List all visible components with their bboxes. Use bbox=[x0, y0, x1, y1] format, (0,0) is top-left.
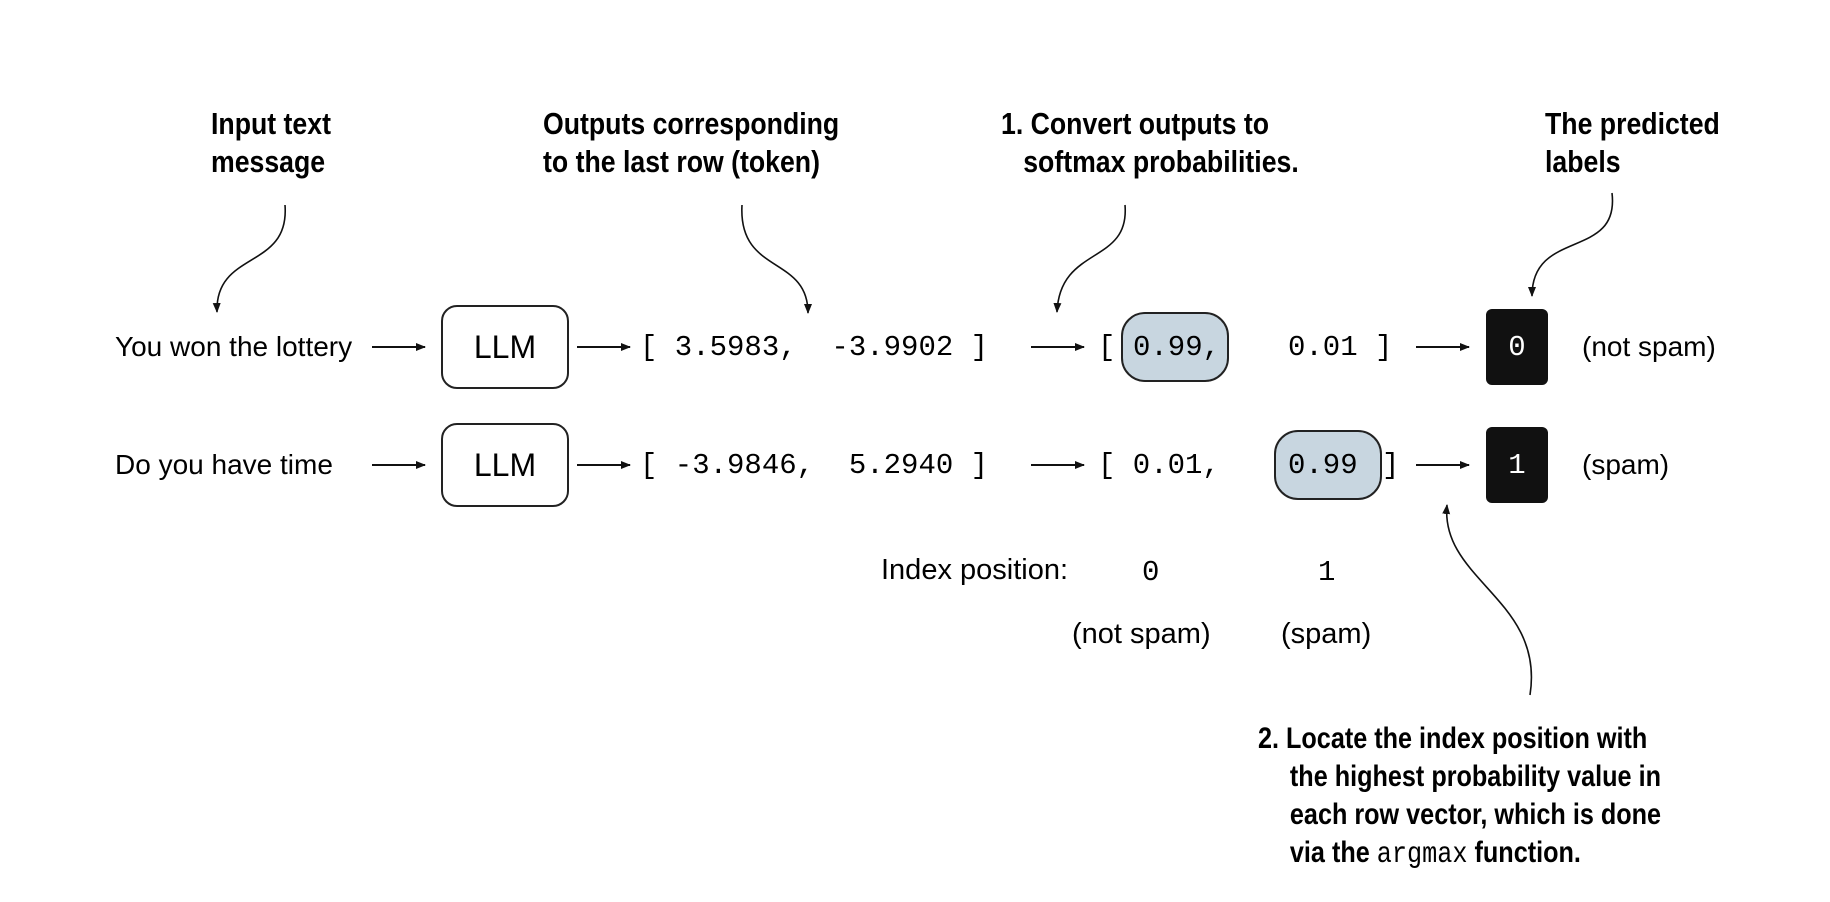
callout-argmax: 2. Locate the index position with the hi… bbox=[1258, 722, 1662, 872]
index-meaning-1: (spam) bbox=[1281, 618, 1372, 650]
highlight-pill-row1 bbox=[1121, 312, 1229, 382]
input-text-row2: Do you have time bbox=[115, 449, 333, 480]
callout-arrow-predicted bbox=[1528, 192, 1614, 297]
callout-convert-softmax: 1. Convert outputs to softmax probabilit… bbox=[1001, 106, 1299, 179]
input-text-row1: You won the lottery bbox=[115, 331, 353, 362]
probs-open-row2: [ 0.01, bbox=[1098, 449, 1220, 482]
llm-box-row2: LLM bbox=[441, 423, 569, 507]
callout-arrow-input bbox=[212, 204, 286, 313]
logits-row2: [ -3.9846, 5.2940 ] bbox=[640, 449, 989, 482]
llm-box-row1: LLM bbox=[441, 305, 569, 389]
label-meaning-row1: (not spam) bbox=[1582, 331, 1716, 362]
callout-arrow-convert bbox=[1053, 204, 1126, 313]
index-position-0: 0 bbox=[1142, 556, 1160, 589]
highlight-pill-row2 bbox=[1274, 430, 1382, 500]
predicted-label-box-row1: 0 bbox=[1486, 309, 1548, 385]
probs-open-bracket-row1: [ bbox=[1098, 331, 1116, 364]
logits-row1: [ 3.5983, -3.9902 ] bbox=[640, 331, 989, 364]
prob-highlighted-row1: 0.99, bbox=[1133, 331, 1221, 364]
index-position-1: 1 bbox=[1318, 556, 1336, 589]
index-position-title: Index position: bbox=[881, 554, 1069, 586]
index-meaning-0: (not spam) bbox=[1072, 618, 1211, 650]
prob-highlighted-row2: 0.99 bbox=[1288, 449, 1358, 482]
prob-other-row1: 0.01 ] bbox=[1288, 331, 1393, 364]
callout-arrow-outputs bbox=[741, 204, 812, 314]
probs-close-bracket-row2: ] bbox=[1382, 449, 1400, 482]
callout-arrow-argmax bbox=[1442, 504, 1533, 696]
predicted-label-box-row2: 1 bbox=[1486, 427, 1548, 503]
label-meaning-row2: (spam) bbox=[1582, 449, 1670, 480]
argmax-code: argmax bbox=[1376, 838, 1468, 872]
